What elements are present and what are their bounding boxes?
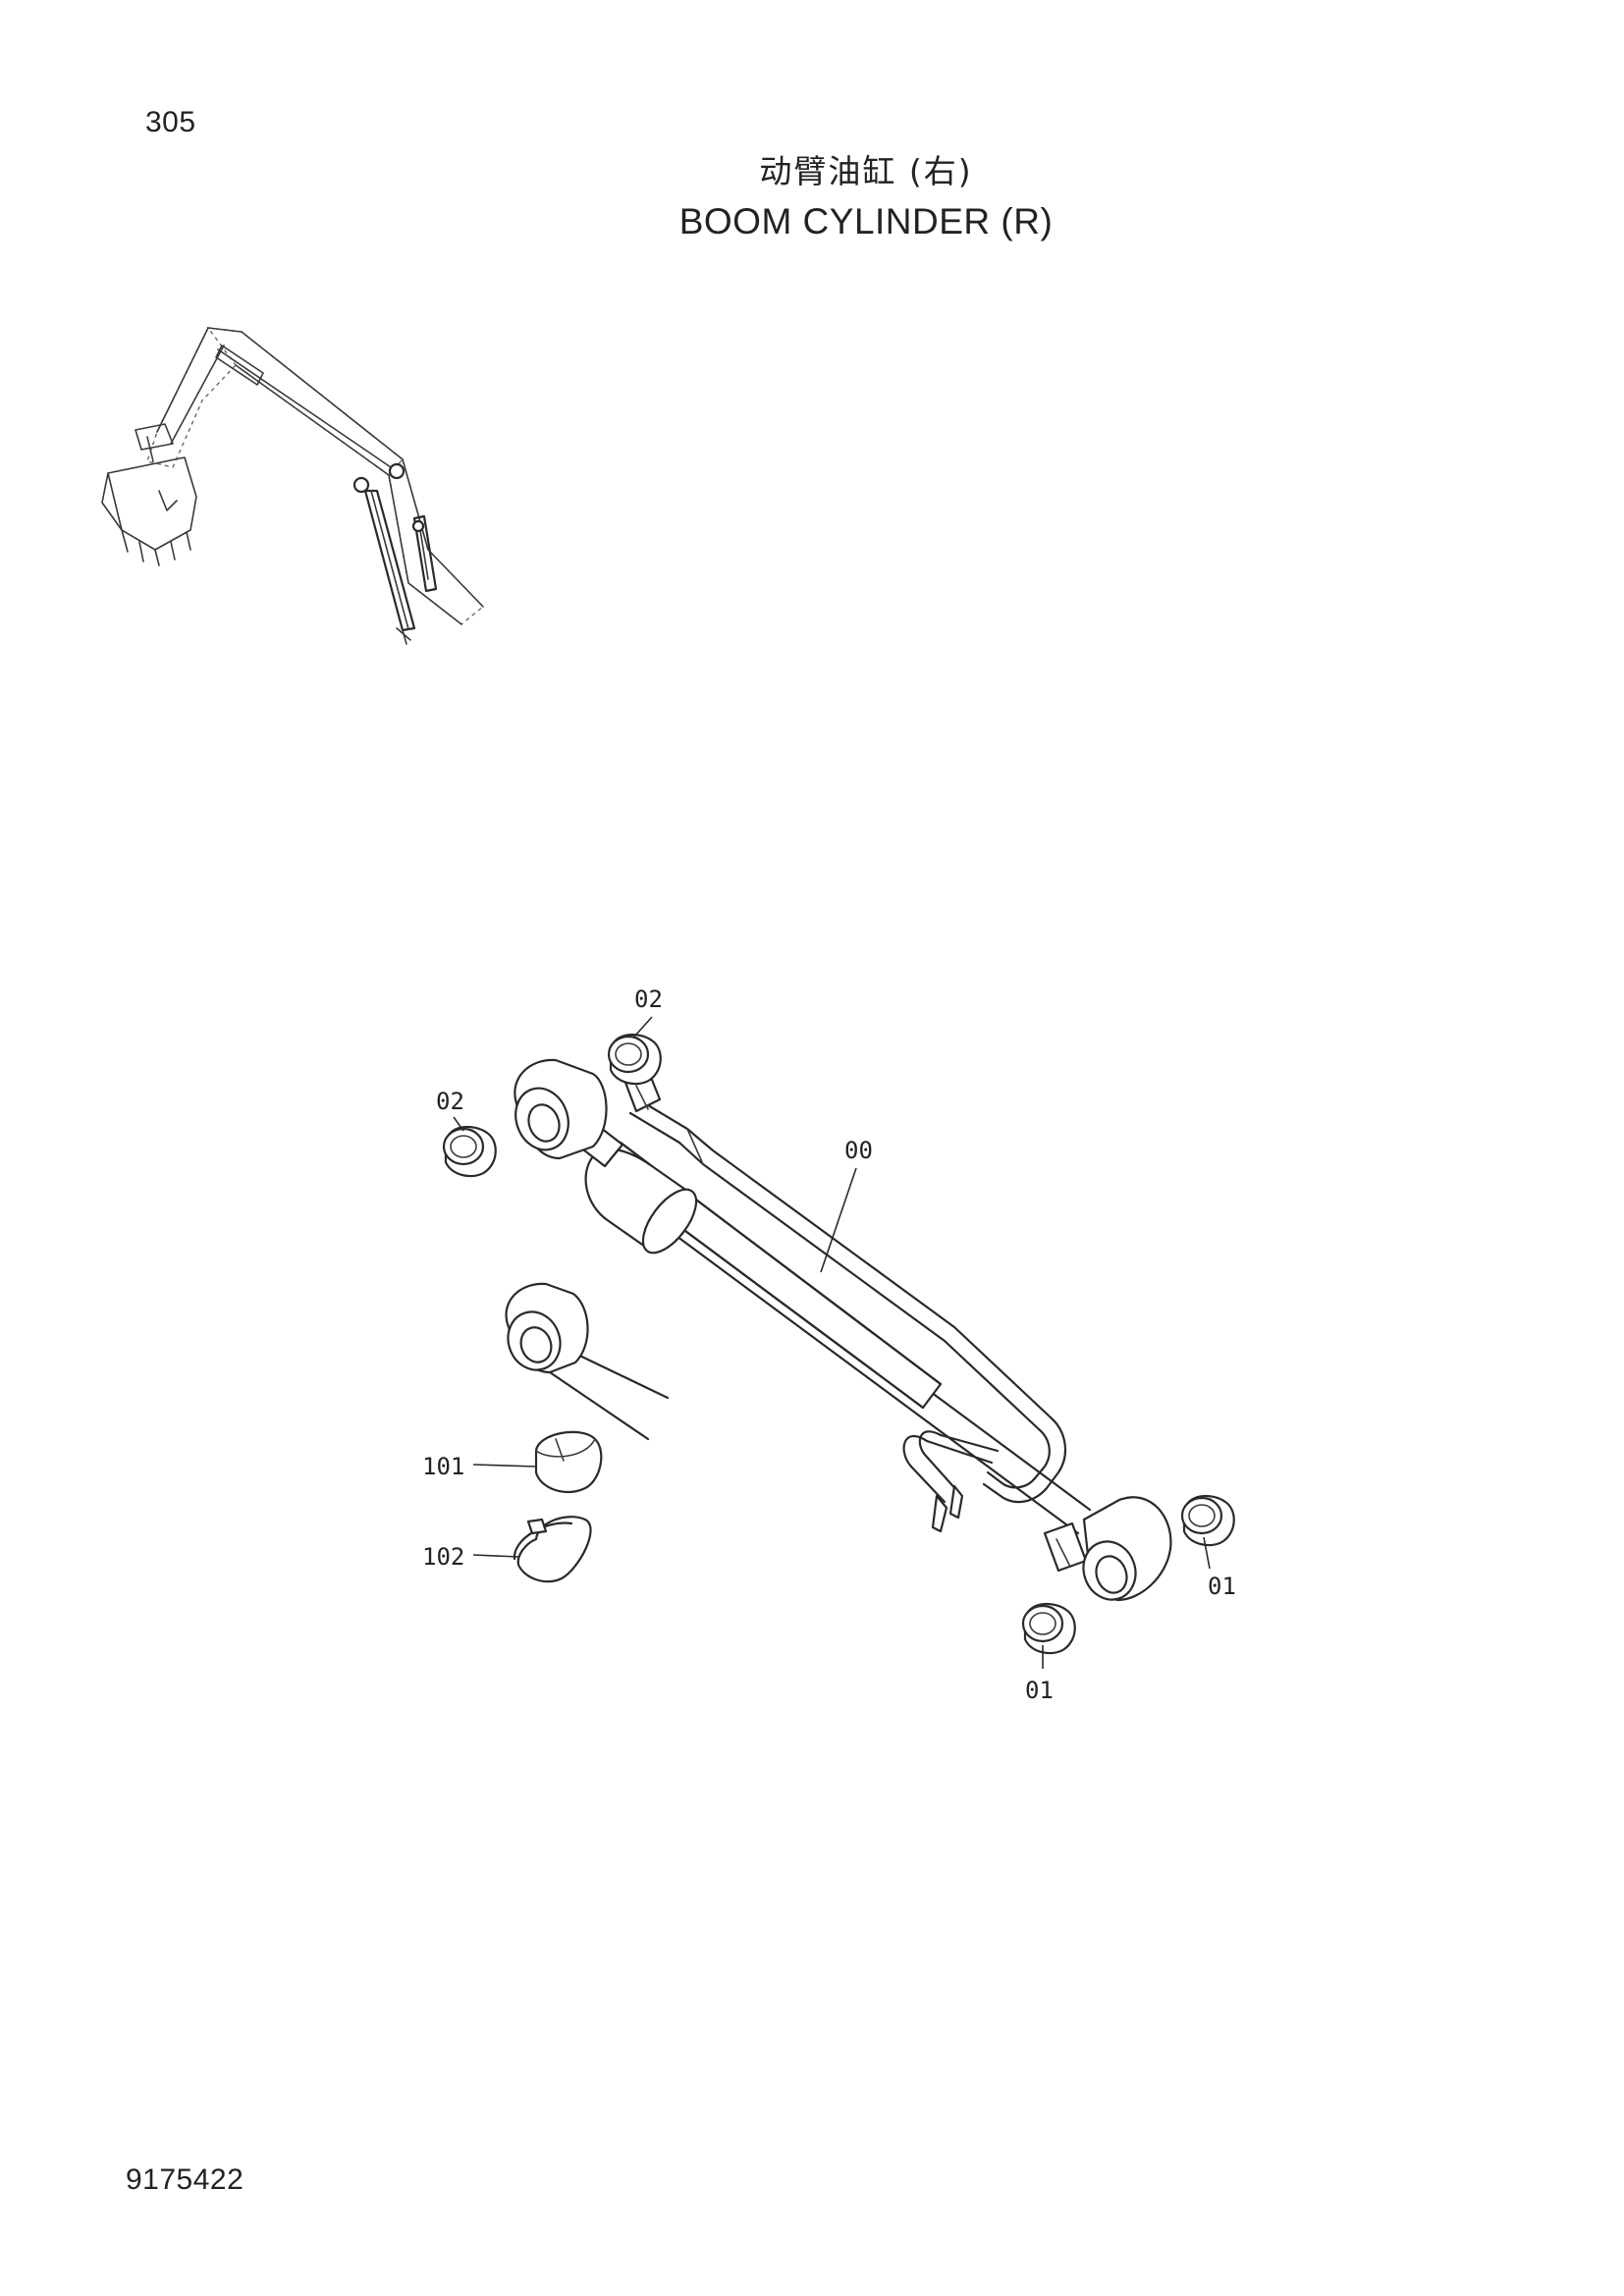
document-number: 9175422 xyxy=(126,2163,244,2196)
hose-band-101 xyxy=(534,1430,603,1493)
page-title-chinese: 动臂油缸 (右) xyxy=(759,152,973,190)
excavator-locator-icon xyxy=(101,327,485,645)
callout-01-right: 01 xyxy=(1208,1573,1236,1600)
bushing-01-right xyxy=(1180,1494,1235,1547)
callout-101: 101 xyxy=(422,1453,464,1480)
head-end-eye xyxy=(514,1058,608,1160)
page-number: 305 xyxy=(145,106,196,138)
bushing-01-bottom xyxy=(1021,1602,1076,1655)
callout-02-top: 02 xyxy=(634,986,663,1013)
boom-cylinder-assembly xyxy=(577,1068,1172,1602)
page-title: BOOM CYLINDER (R) xyxy=(678,201,1054,241)
callout-00: 00 xyxy=(844,1137,873,1164)
callout-102: 102 xyxy=(422,1543,464,1571)
bushing-02-top xyxy=(607,1033,662,1086)
callout-02-left: 02 xyxy=(436,1088,464,1115)
hose-band-102 xyxy=(513,1516,592,1583)
bushing-02-left xyxy=(442,1125,497,1178)
callout-01-bottom: 01 xyxy=(1025,1677,1054,1704)
head-end-detail xyxy=(505,1282,670,1441)
title-block: 动臂油缸 (右) BOOM CYLINDER (R) xyxy=(0,147,1624,247)
leader-lines xyxy=(453,1016,1211,1669)
